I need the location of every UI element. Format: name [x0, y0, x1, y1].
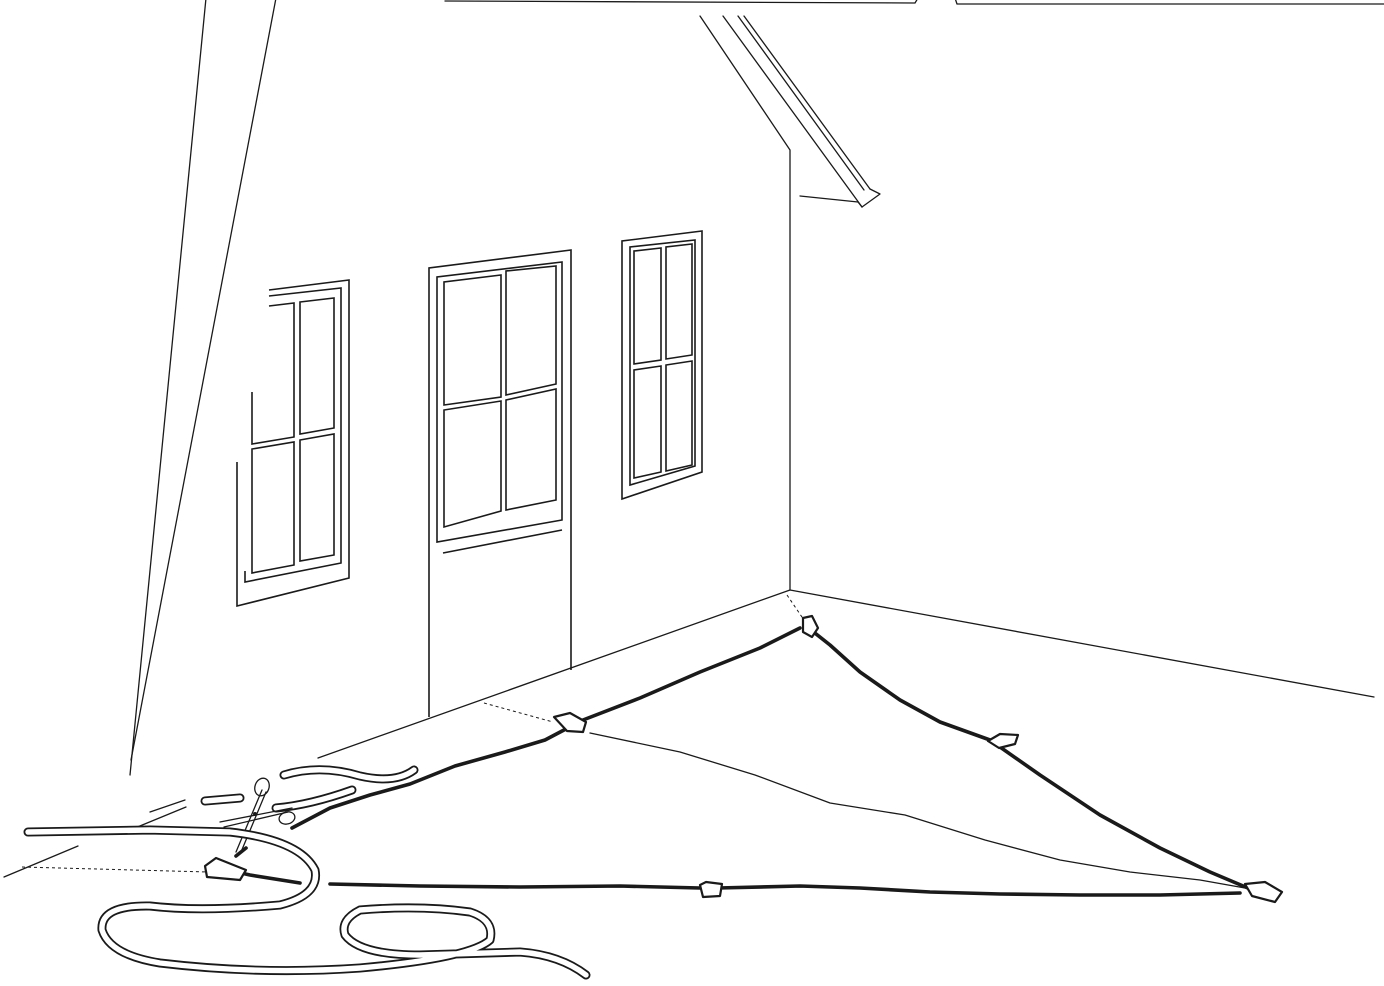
door: [429, 250, 571, 717]
front-stake: [700, 882, 722, 897]
house-wall: [318, 16, 1374, 758]
boundary-cord: [210, 626, 1255, 895]
coiled-hose: [28, 830, 586, 975]
ground-edge-strokes: [4, 800, 186, 877]
top-frame-lines: [445, 0, 1384, 4]
cut-cord-pieces: [205, 770, 414, 808]
right-edge-stake: [988, 734, 1018, 748]
window-left: [237, 280, 349, 606]
roof-eave: [723, 16, 880, 207]
window-right: [622, 231, 702, 499]
hose-end-stake: [205, 858, 246, 880]
foreground-post: [130, 0, 276, 775]
far-right-stake: [1245, 882, 1282, 902]
dashed-guide-lines: [22, 595, 1245, 888]
wall-stake: [554, 713, 586, 732]
